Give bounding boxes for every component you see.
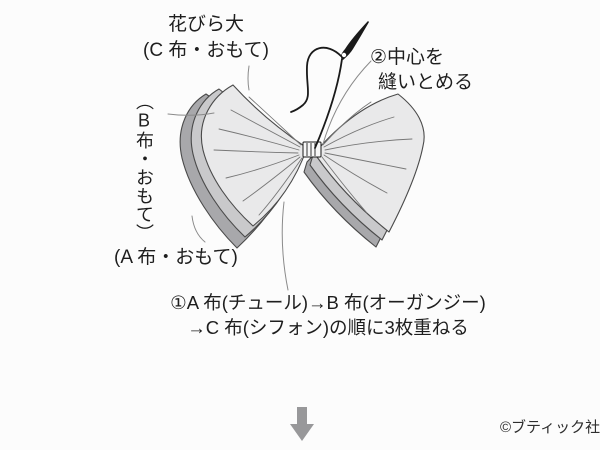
down-arrow-icon <box>290 407 314 441</box>
thread <box>290 46 343 149</box>
leader-step1-to-layers <box>281 201 289 291</box>
right-gather-stitch-lines <box>321 101 413 214</box>
petal-title-label: 花びら大 (C 布・おもて) <box>128 12 284 64</box>
stitch-step-line2: 縫いとめる <box>378 72 474 93</box>
petal-title-line2: (C 布・おもて) <box>143 40 269 61</box>
fabric-a-label: (A 布・おもて) <box>114 247 238 268</box>
copyright-label: ©ブティック社 <box>500 419 600 436</box>
left-wing <box>179 84 308 249</box>
layering-step-line1: ①A 布(チュール)→B 布(オーガンジー) <box>170 292 486 313</box>
center-stitch-wrap <box>302 141 322 158</box>
left-petal-fabric-c <box>200 84 308 227</box>
needle-icon <box>340 21 369 60</box>
left-gather-stitch-lines <box>213 96 303 216</box>
leader-lines <box>167 60 372 291</box>
right-wing <box>303 93 425 248</box>
layering-step-label: ①A 布(チュール)→B 布(オーガンジー) →C 布(シフォン)の順に3枚重ね… <box>160 290 496 340</box>
fabric-b-label: （B布・おもて） <box>134 92 154 242</box>
stitch-step-label: ②中心を 縫いとめる <box>370 45 473 95</box>
layering-step-line2: →C 布(シフォン)の順に3枚重ねる <box>187 317 469 338</box>
leader-a-label <box>191 215 206 243</box>
stitch-step-line1: ②中心を <box>370 47 445 68</box>
right-petal-fabric-c <box>316 93 425 233</box>
leader-b-label <box>167 112 215 116</box>
leader-step2-to-center <box>322 60 372 145</box>
petal-title-line1: 花びら大 <box>167 14 244 35</box>
leader-title-to-petal <box>247 65 250 91</box>
